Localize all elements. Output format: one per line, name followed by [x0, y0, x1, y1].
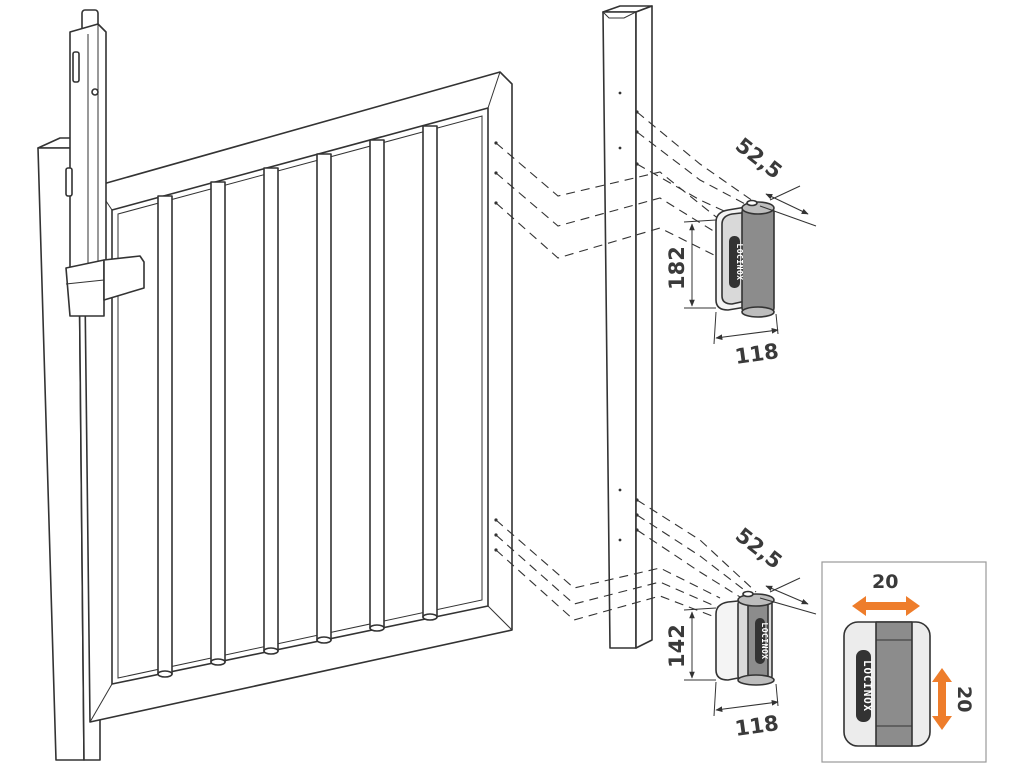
lower-hinge: LOCINOX	[715, 590, 775, 686]
right-post	[602, 5, 653, 649]
gate-bar	[210, 181, 226, 666]
vertical-adjustment-value: 20	[953, 686, 975, 712]
lower-height-dimension: 142	[665, 624, 689, 668]
lower-depth-dimension: 118	[733, 711, 780, 741]
gate-bar	[157, 195, 173, 678]
adjustment-inset: LOCINOX 20 20	[821, 561, 987, 763]
brand-label: LOCINOX	[861, 660, 874, 712]
gate-frame	[83, 71, 513, 723]
upper-hinge: LOCINOX	[715, 199, 775, 318]
upper-height-dimension: 182	[665, 246, 689, 290]
double-arrow-vertical-icon	[932, 668, 952, 730]
gate-bar	[316, 153, 332, 644]
lower-width-dimension: 52,5	[731, 523, 787, 574]
horizontal-adjustment-value: 20	[872, 571, 898, 593]
brand-label: LOCINOX	[735, 243, 744, 280]
upper-width-dimension: 52,5	[731, 133, 787, 184]
gate-bars	[157, 125, 438, 678]
double-arrow-horizontal-icon	[852, 596, 920, 616]
gate-bar	[263, 167, 279, 655]
brand-label: LOCINOX	[760, 622, 769, 659]
vertical-gate-closer-icon	[65, 9, 145, 317]
gate-bar	[369, 139, 385, 632]
gate-bar	[422, 125, 438, 621]
upper-depth-dimension: 118	[733, 339, 780, 369]
